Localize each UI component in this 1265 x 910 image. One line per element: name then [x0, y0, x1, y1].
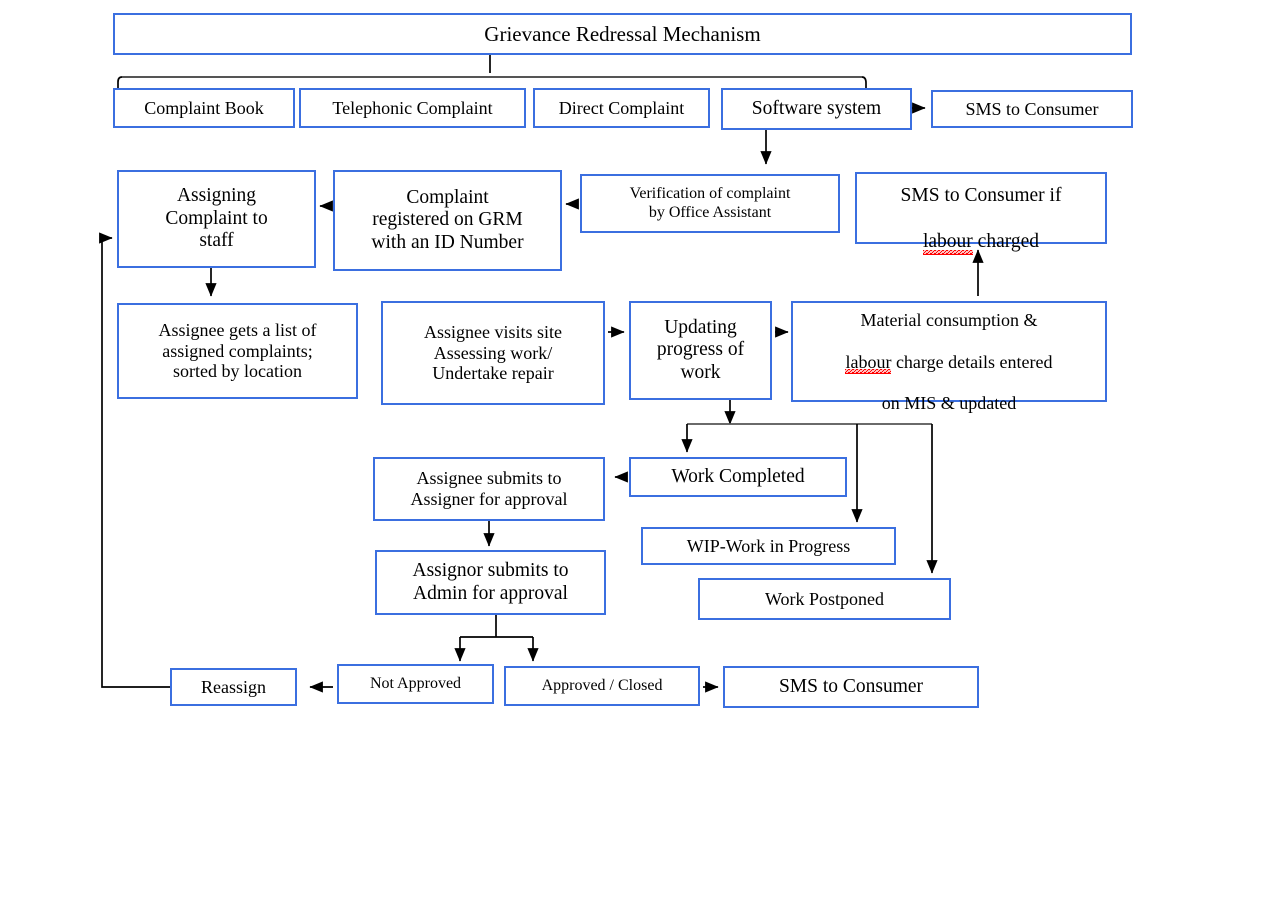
material-line1: Material consumption & — [860, 309, 1038, 330]
node-sms-to-consumer-bottom[interactable]: SMS to Consumer — [723, 666, 979, 708]
node-assigning-complaint-to-staff[interactable]: Assigning Complaint to staff — [117, 170, 316, 268]
node-assignee-submits-label: Assignee submits to Assigner for approva… — [410, 468, 568, 509]
node-reassign[interactable]: Reassign — [170, 668, 297, 706]
node-assignor-submits[interactable]: Assignor submits to Admin for approval — [375, 550, 606, 615]
node-software-system[interactable]: Software system — [721, 88, 912, 130]
node-work-completed-label: Work Completed — [671, 465, 805, 487]
node-material-consumption-label: Material consumption & labour charge det… — [797, 289, 1101, 414]
node-title-label: Grievance Redressal Mechanism — [484, 21, 761, 46]
node-complaint-registered[interactable]: Complaint registered on GRM with an ID N… — [333, 170, 562, 271]
node-telephonic-complaint-label: Telephonic Complaint — [332, 97, 493, 118]
material-line2-rest: charge details entered — [891, 351, 1053, 372]
node-title: Grievance Redressal Mechanism — [113, 13, 1132, 55]
wire-bus-to-complaint-book — [117, 76, 123, 88]
node-assignee-gets-list[interactable]: Assignee gets a list of assigned complai… — [117, 303, 358, 399]
node-assignor-submits-label: Assignor submits to Admin for approval — [412, 559, 569, 604]
material-line3: on MIS & updated — [881, 393, 1017, 414]
sms-labour-line1: SMS to Consumer if — [900, 185, 1062, 207]
node-approved-closed-label: Approved / Closed — [541, 676, 663, 694]
node-verification-of-complaint-label: Verification of complaint by Office Assi… — [629, 184, 791, 221]
material-misspelled-word: labour — [845, 351, 892, 375]
node-not-approved-label: Not Approved — [369, 674, 462, 692]
node-updating-progress[interactable]: Updating progress of work — [629, 301, 772, 400]
node-wip-work-in-progress[interactable]: WIP-Work in Progress — [641, 527, 896, 565]
sms-labour-line2-rest: charged — [972, 230, 1040, 252]
node-work-completed[interactable]: Work Completed — [629, 457, 847, 497]
node-assignee-visits-site[interactable]: Assignee visits site Assessing work/ Und… — [381, 301, 605, 405]
node-direct-complaint[interactable]: Direct Complaint — [533, 88, 710, 128]
node-assignee-gets-list-label: Assignee gets a list of assigned complai… — [158, 319, 317, 382]
node-telephonic-complaint[interactable]: Telephonic Complaint — [299, 88, 526, 128]
node-direct-complaint-label: Direct Complaint — [558, 97, 685, 118]
node-updating-progress-label: Updating progress of work — [656, 316, 745, 383]
node-assignee-submits[interactable]: Assignee submits to Assigner for approva… — [373, 457, 605, 521]
node-work-postponed-label: Work Postponed — [764, 588, 885, 609]
node-assigning-complaint-to-staff-label: Assigning Complaint to staff — [165, 185, 268, 252]
sms-labour-misspelled-word: labour — [922, 230, 973, 255]
node-sms-to-consumer-top[interactable]: SMS to Consumer — [931, 90, 1133, 128]
node-reassign-label: Reassign — [201, 676, 266, 697]
node-verification-of-complaint[interactable]: Verification of complaint by Office Assi… — [580, 174, 840, 233]
node-complaint-registered-label: Complaint registered on GRM with an ID N… — [371, 186, 524, 253]
node-complaint-book-label: Complaint Book — [144, 97, 264, 118]
node-assignee-visits-site-label: Assignee visits site Assessing work/ Und… — [424, 321, 562, 384]
node-sms-to-consumer-top-label: SMS to Consumer — [965, 98, 1099, 119]
node-wip-work-in-progress-label: WIP-Work in Progress — [686, 535, 851, 556]
node-sms-if-labour-charged-label: SMS to Consumer if labour charged — [861, 163, 1101, 255]
node-sms-to-consumer-bottom-label: SMS to Consumer — [778, 675, 924, 697]
node-work-postponed[interactable]: Work Postponed — [698, 578, 951, 620]
node-material-consumption[interactable]: Material consumption & labour charge det… — [791, 301, 1107, 413]
node-software-system-label: Software system — [751, 97, 882, 119]
node-approved-closed[interactable]: Approved / Closed — [504, 666, 700, 706]
node-complaint-book[interactable]: Complaint Book — [113, 88, 295, 128]
node-sms-if-labour-charged[interactable]: SMS to Consumer if labour charged — [855, 172, 1107, 255]
node-not-approved[interactable]: Not Approved — [337, 664, 494, 704]
